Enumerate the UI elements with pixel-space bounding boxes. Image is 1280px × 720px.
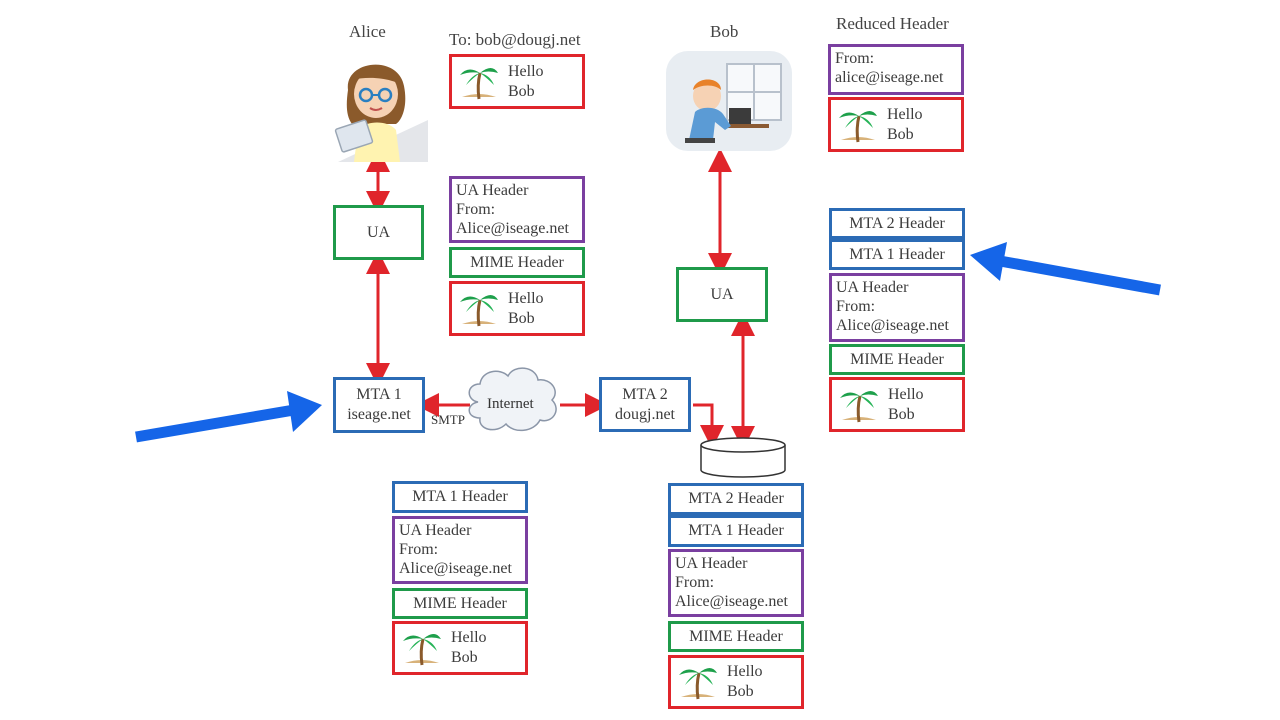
bob-avatar-icon <box>666 51 792 151</box>
message-line1: Hello <box>508 62 544 80</box>
mta1-name: MTA 1 <box>356 386 402 403</box>
palm-tree-icon <box>840 390 878 422</box>
bob-label: Bob <box>710 22 739 41</box>
ua-header-title: UA Header <box>456 182 529 199</box>
mime-header-box-d: MIME Header <box>668 621 804 652</box>
ua-header-box-b: UA Header From: Alice@iseage.net <box>449 176 585 243</box>
reduced-from-label: From: <box>835 50 875 67</box>
alice-label: Alice <box>349 22 386 41</box>
mta1-domain: iseage.net <box>347 406 411 423</box>
palm-tree-icon <box>460 294 498 326</box>
reduced-header-label: Reduced Header <box>836 14 949 33</box>
message-line1: Hello <box>888 385 924 403</box>
reduced-from-box: From: alice@iseage.net <box>828 44 964 95</box>
internet-label: Internet <box>487 396 534 412</box>
alice-avatar-icon <box>318 50 428 162</box>
message-line2: Bob <box>888 405 915 423</box>
ua-header-from: From: <box>399 541 439 558</box>
palm-tree-icon <box>460 67 498 99</box>
mta1-header-box-d: MTA 1 Header <box>668 515 804 547</box>
pointer-arrow-right-icon <box>970 242 1161 296</box>
message-line2: Bob <box>451 649 478 666</box>
ua-header-box-c: UA Header From: Alice@iseage.net <box>392 516 528 584</box>
alice-ua-box: UA <box>333 205 424 260</box>
mta1-header-box-c: MTA 1 Header <box>392 481 528 513</box>
ua-header-from: From: <box>836 298 876 315</box>
ua-header-address: Alice@iseage.net <box>675 593 788 610</box>
ua-header-address: Alice@iseage.net <box>399 560 512 577</box>
ua-header-title: UA Header <box>675 555 748 572</box>
message-line2: Bob <box>727 683 754 700</box>
message-line1: Hello <box>727 663 763 680</box>
mta1-header-box-f: MTA 1 Header <box>829 239 965 270</box>
internet-cloud-icon <box>468 367 557 432</box>
ua-header-address: Alice@iseage.net <box>836 317 949 334</box>
mta2-name: MTA 2 <box>622 385 668 403</box>
palm-tree-icon <box>679 668 717 700</box>
ua-header-title: UA Header <box>836 279 909 296</box>
to-address-label: To: bob@dougj.net <box>449 30 581 49</box>
reduced-from-address: alice@iseage.net <box>835 69 944 86</box>
mailbox-cylinder-icon <box>700 437 786 478</box>
smtp-label: SMTP <box>431 412 465 427</box>
message-line2: Bob <box>508 309 535 327</box>
arrow-mta2-mailbox <box>693 403 724 449</box>
ua-header-from: From: <box>675 574 715 591</box>
mime-header-box-f: MIME Header <box>829 344 965 375</box>
mta2-box: MTA 2 dougj.net <box>599 377 691 432</box>
palm-tree-icon <box>839 110 877 142</box>
mta1-box: MTA 1 iseage.net <box>333 377 425 433</box>
mime-header-box-b: MIME Header <box>449 247 585 278</box>
mime-header-box-c: MIME Header <box>392 588 528 619</box>
mta2-domain: dougj.net <box>615 405 675 423</box>
message-line1: Hello <box>887 105 923 123</box>
message-line2: Bob <box>508 82 535 100</box>
message-line2: Bob <box>887 125 914 143</box>
ua-header-from: From: <box>456 201 496 218</box>
palm-tree-icon <box>403 634 441 666</box>
ua-header-address: Alice@iseage.net <box>456 220 569 237</box>
pointer-arrow-left-icon <box>135 391 322 443</box>
mta2-header-box-f: MTA 2 Header <box>829 208 965 239</box>
ua-header-box-d: UA Header From: Alice@iseage.net <box>668 549 804 617</box>
ua-header-box-f: UA Header From: Alice@iseage.net <box>829 273 965 342</box>
ua-header-title: UA Header <box>399 522 472 539</box>
message-line1: Hello <box>451 629 487 646</box>
bob-ua-box: UA <box>676 267 768 322</box>
mta2-header-box-d: MTA 2 Header <box>668 483 804 515</box>
message-line1: Hello <box>508 289 544 307</box>
